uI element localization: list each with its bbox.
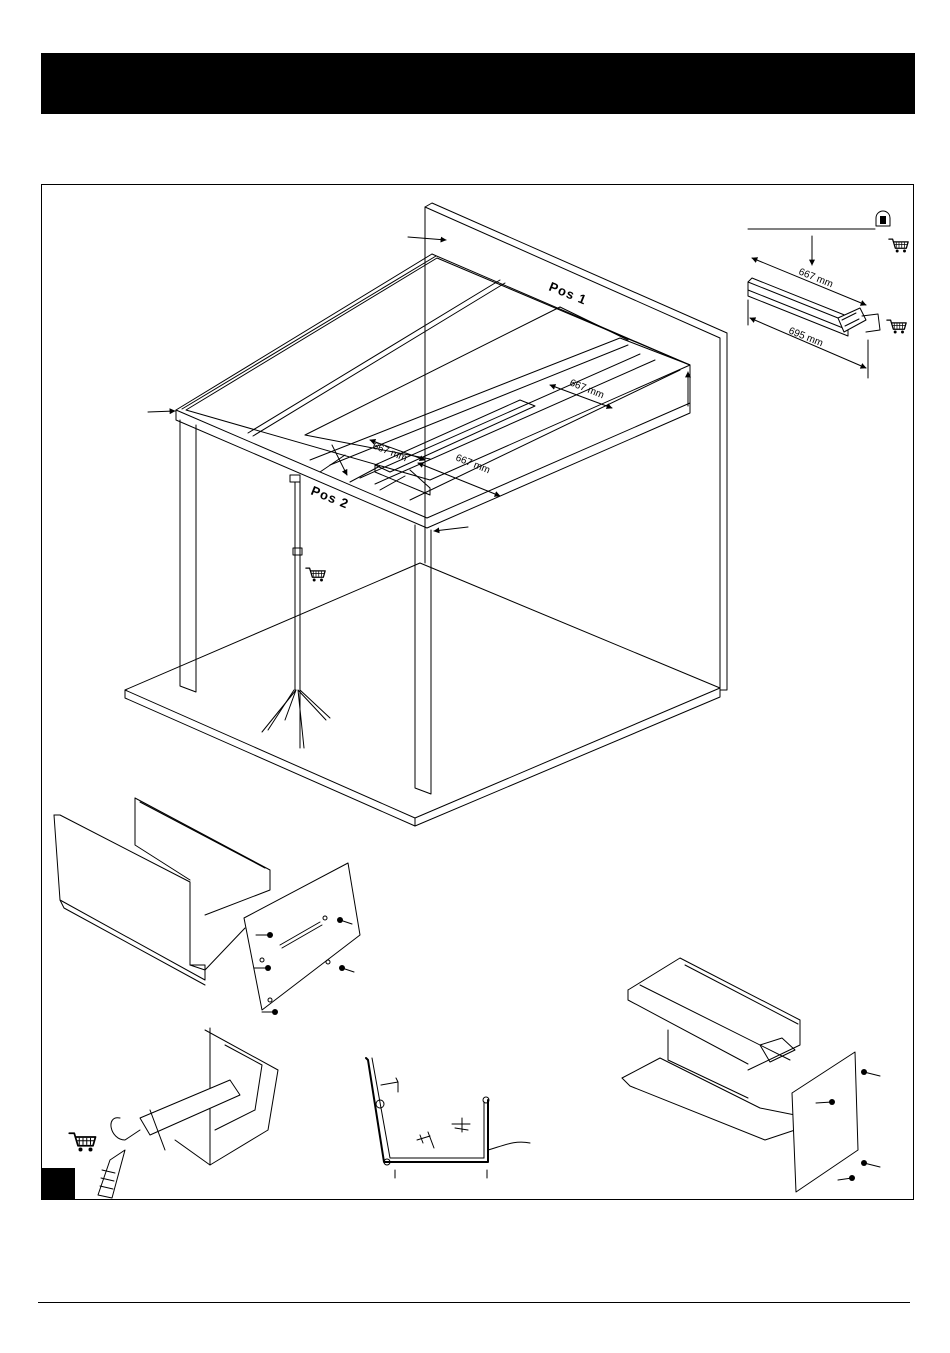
sealant-detail — [69, 1028, 278, 1198]
shopping-cart-icon — [889, 239, 908, 252]
pos1-label: Pos 1 — [547, 279, 589, 308]
gutter-profile-detail — [366, 1058, 530, 1178]
pos2-label: Pos 2 — [309, 483, 351, 512]
pergola-scene: 667 mm 667 mm 667 mm Pos 1 Pos 2 — [125, 203, 727, 826]
dim-label-667-a: 667 mm — [371, 441, 409, 465]
dim-label-667-c: 667 mm — [568, 378, 606, 402]
dim-label-695: 695 mm — [787, 326, 825, 350]
shopping-cart-icon — [69, 1133, 95, 1151]
shopping-cart-icon — [306, 568, 325, 581]
dim-label-667-b: 667 mm — [454, 453, 492, 477]
panel-cut-detail: 667 mm 695 mm — [748, 211, 908, 378]
gutter-endcap-detail — [54, 798, 360, 1015]
shopping-cart-icon — [887, 320, 906, 333]
rafter-endcap-detail — [622, 958, 880, 1192]
dim-label-667-top: 667 mm — [797, 267, 835, 291]
